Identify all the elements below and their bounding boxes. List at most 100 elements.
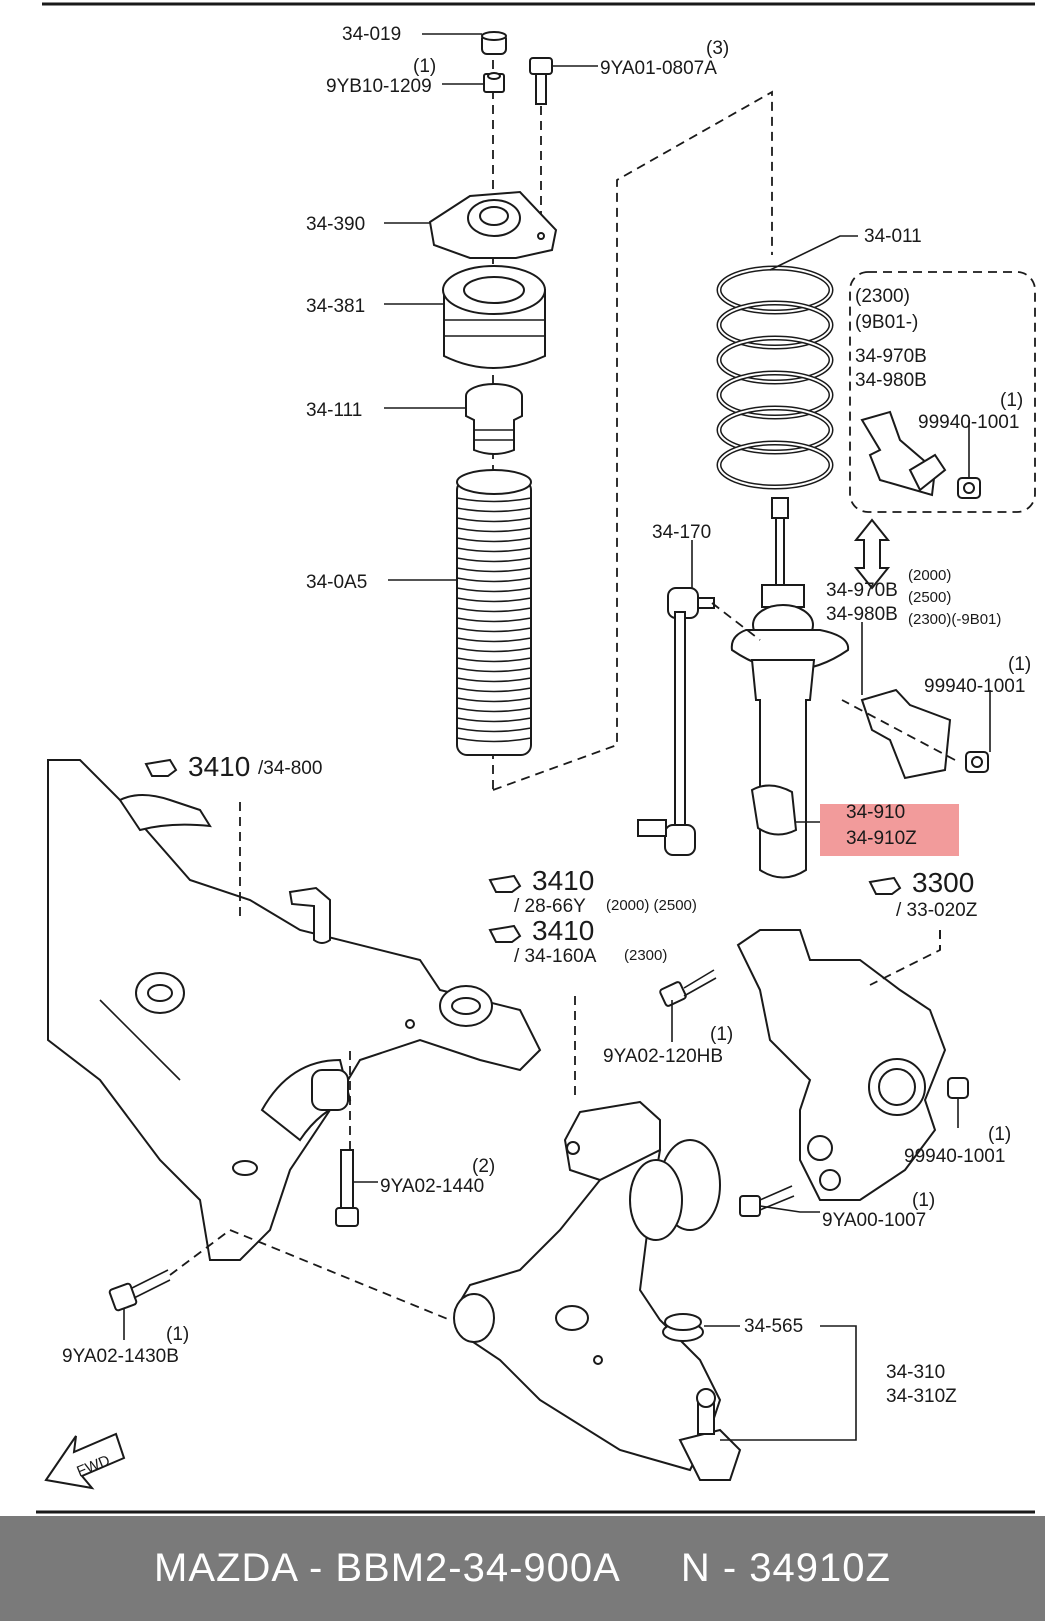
boot-rib [456,567,532,573]
label-qty-1-hb: (1) [710,1024,733,1045]
pointer-icon [868,876,902,895]
label-34-565: 34-565 [744,1316,803,1337]
boot-rib [456,617,532,623]
bolt-9ya02-1430b [108,1269,171,1312]
boot-rib [456,737,532,743]
label-qty-1-knuckle: (1) [988,1124,1011,1145]
lower-arm-34-310 [453,1100,742,1481]
label-qty-1-1007: (1) [912,1190,935,1211]
ref-3410-frame: 3410 [188,751,250,782]
spring-34-011 [716,265,834,490]
nut-99940-knuckle [947,1077,969,1099]
boot-rib [456,517,532,523]
ref-3300: 3300 [912,867,974,898]
label-99940-1001-knuckle: 99940-1001 [904,1146,1005,1167]
boot-rib [456,677,532,683]
fwd-arrow-icon: FWD [44,1432,126,1490]
ref-3410-stab: 3410 [532,865,594,896]
spring-coil [718,302,832,348]
label-34-970b-upper: 34-970B [855,346,927,367]
bearing-34-381 [442,265,546,369]
label-9ya02-1440: 9YA02-1440 [380,1176,484,1197]
label-34-970b-lower: 34-970B [826,580,898,601]
label-qty-1-lower: (1) [1008,654,1031,675]
label-34-381: 34-381 [306,296,365,317]
label-34-980b-lower: 34-980B [826,604,898,625]
label-99940-1001-upper: 99940-1001 [918,412,1019,433]
label-9yb10-1209: 9YB10-1209 [326,76,432,97]
label-9ya00-1007: 9YA00-1007 [822,1210,926,1231]
boot-rib [456,597,532,603]
footer-bar: MAZDA - BBM2-34-900A N - 34910Z [0,1516,1045,1621]
nut-99940-lower [965,751,989,773]
label-34-310z: 34-310Z [886,1386,957,1407]
spring-coil [718,337,832,383]
bracket-34-970b-upper [860,410,947,497]
boot-rib [456,707,532,713]
boot-rib [456,547,532,553]
boot-rib [456,627,532,633]
boot-rib [456,577,532,583]
boot-rib [456,607,532,613]
pointer-icon [488,874,522,893]
parts-diagram: FWD 34-019 (1) 9YB10-1209 (3) 9YA01-0807… [36,2,1036,1514]
label-qty-1: (1) [413,56,436,77]
boot-rib [456,557,532,563]
label-var-2000: (2000) [908,567,951,584]
footer-cross-reference: N - 34910Z [680,1546,891,1590]
label-34-910: 34-910 [846,802,905,823]
label-var-2500: (2500) [908,589,951,606]
boot-rib [456,657,532,663]
boot-rib [456,637,532,643]
spring-coil [718,372,832,418]
bump-stop-34-111 [465,383,523,455]
ref-33-020z: / 33-020Z [896,900,978,921]
bracket-34-970b-lower [860,688,952,780]
bolt-9ya02-120hb [659,969,717,1007]
label-qty-3: (3) [706,38,729,59]
label-34-170: 34-170 [652,522,711,543]
label-9b01: (9B01-) [855,312,918,333]
boot-rib [456,537,532,543]
label-qty-2: (2) [472,1156,495,1177]
label-34-019: 34-019 [342,24,401,45]
crossmember [47,759,542,1261]
ref-28-66y-variants: (2000) (2500) [606,897,697,914]
label-qty-1-1430b: (1) [166,1324,189,1345]
bolt-9ya00-1007 [739,1185,795,1217]
ref-34-160a: / 34-160A [514,946,597,967]
label-34-390: 34-390 [306,214,365,235]
nut-99940-upper [957,477,981,499]
pointer-icon [144,758,178,777]
label-34-980b-upper: 34-980B [855,370,927,391]
shock-absorber-34-910 [730,497,850,879]
footer-part-number: MAZDA - BBM2-34-900A [154,1546,621,1590]
bolt-9ya01-0807a [529,57,553,245]
ref-3410-bush: 3410 [532,915,594,946]
highlight-box [820,804,959,856]
label-9ya02-120hb: 9YA02-120HB [603,1046,723,1067]
boot-rib [456,687,532,693]
label-2300: (2300) [855,286,910,307]
bolt-9ya02-1440 [335,1149,359,1227]
boot-rib [456,667,532,673]
boot-34-0a5 [456,469,532,756]
boot-rib [456,697,532,703]
boot-rib [456,507,532,513]
mount-34-390 [428,190,558,259]
double-arrow [853,518,891,590]
stabilizer-link-34-170 [637,587,715,856]
boot-rib [456,527,532,533]
boot-rib [456,587,532,593]
ref-28-66y: / 28-66Y [514,896,586,917]
variant-box [849,271,1036,513]
knuckle-33-020z [736,929,947,1201]
label-34-011: 34-011 [864,226,922,247]
label-qty-1-upper: (1) [1000,390,1023,411]
label-9ya02-1430b: 9YA02-1430B [62,1346,179,1367]
ref-34-800: /34-800 [258,758,322,779]
cap-34-019 [481,31,507,55]
label-34-910z: 34-910Z [846,828,917,849]
spring-coil [718,442,832,488]
boot-rib [456,717,532,723]
